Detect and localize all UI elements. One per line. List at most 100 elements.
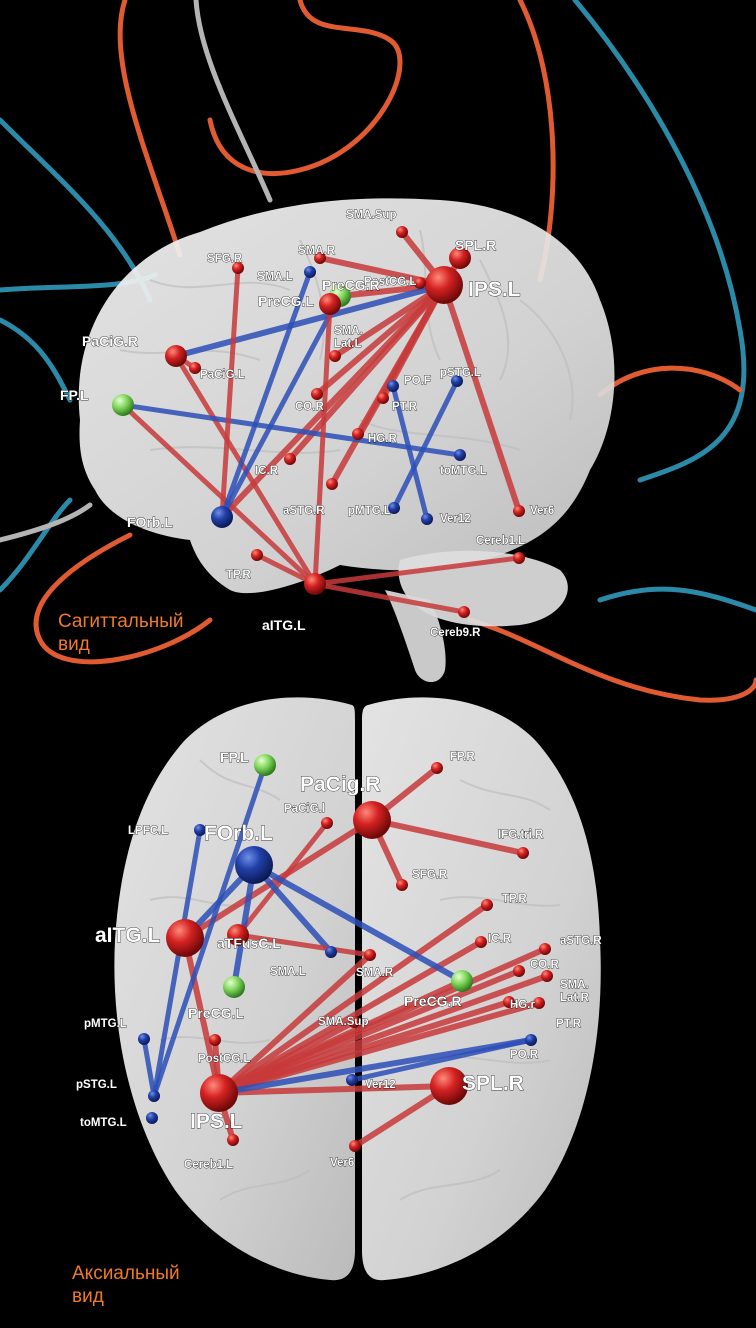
sagittal-label-sma-l: SMA.L <box>257 271 293 283</box>
axial-label-ver12: Ver12 <box>365 1079 396 1091</box>
axial-label-ips-l: IPS.L <box>190 1110 243 1133</box>
teal-tube-4 <box>0 317 73 403</box>
sagittal-node-cereb9-r <box>458 606 470 618</box>
axial-label-sma-l: SMA.L <box>270 966 306 978</box>
axial-node-atfusc-l <box>227 924 249 946</box>
sagittal-node-hg-r <box>352 428 364 440</box>
axial-node-fp-r <box>431 762 443 774</box>
sagittal-label-cereb1-l: Cereb1.L <box>476 535 525 547</box>
axial-caption-line-2: вид <box>72 1286 104 1307</box>
axial-label-aitg-l: aITG.L <box>95 924 161 947</box>
sagittal-label-precg-r: PreCG.R <box>322 277 380 293</box>
teal-tube-2 <box>0 117 153 303</box>
axial-label-tomtg-l: toMTG.L <box>80 1117 127 1129</box>
axial-edge-forb.l-precg.r <box>251 862 465 984</box>
orange-tube-5 <box>597 365 743 398</box>
teal-tube-6 <box>597 586 756 613</box>
axial-label-pacig-l: PaCiG.l <box>284 803 325 815</box>
orange-tube-1 <box>117 0 183 258</box>
orange-tube-4 <box>33 532 213 665</box>
sagittal-node-pt-r <box>377 392 389 404</box>
axial-label-pmtg-l: pMTG.L <box>84 1018 127 1030</box>
sagittal-label-pt-r: PT.R <box>392 401 418 413</box>
axial-label-pt-r: PT.R <box>556 1018 582 1030</box>
sagittal-label-ver12: Ver12 <box>440 513 471 525</box>
axial-node-sma-sup <box>348 1016 360 1028</box>
sagittal-edge-fp.l-aitg.l <box>120 402 318 587</box>
sagittal-label-co-r: CO.R <box>295 401 324 413</box>
sagittal-label-pacig-r: PaCiG.R <box>82 333 138 349</box>
teal-tube-1 <box>572 0 747 483</box>
sagittal-node-sma-sup <box>396 226 408 238</box>
sagittal-label-tomtg-l: toMTG.L <box>440 465 487 477</box>
sagittal-node-cereb1-l <box>513 552 525 564</box>
sagittal-label-aitg-l: aITG.L <box>262 617 306 633</box>
sagittal-label-forb-l: FOrb.L <box>127 514 173 530</box>
sagittal-caption-line-1: Сагиттальный <box>58 611 184 632</box>
axial-node-ifg-tri-r <box>517 847 529 859</box>
sagittal-node-precg-l <box>319 293 341 315</box>
axial-node-forb-l <box>235 846 273 884</box>
sagittal-node-spl-r <box>449 247 471 269</box>
sagittal-label-po-r: PO.F <box>404 375 431 387</box>
sagittal-edge-po.r-ver12 <box>390 383 430 522</box>
sagittal-node-sfg-r <box>232 262 244 274</box>
sagittal-node-sma-lat-l <box>329 350 341 362</box>
sagittal-label-postcg-l: PostCG.L <box>364 276 416 288</box>
orange-tube-2 <box>207 0 403 176</box>
axial-node-tp-r <box>481 899 493 911</box>
gray-tube-2 <box>0 502 93 543</box>
axial-edges <box>141 762 550 1149</box>
axial-label-precg-l: PreCG.L <box>188 1005 244 1021</box>
sagittal-label-precg-l: PreCG.L <box>258 293 314 309</box>
axial-label-po-r: PO.R <box>510 1049 539 1061</box>
sagittal-label-fp-l: FP.L <box>60 387 89 403</box>
axial-edge-ips.l-po.r <box>216 1037 534 1096</box>
sagittal-node-ic-r <box>284 453 296 465</box>
sagittal-node-postcg-l <box>414 277 426 289</box>
axial-edge-ips.l-sma.r <box>216 952 373 1096</box>
axial-label-spl-r: SPL.R <box>462 1072 524 1095</box>
sagittal-node-ver6 <box>513 505 525 517</box>
axial-edge-pmtg.l-pstg.l <box>141 1036 157 1099</box>
sagittal-edge-sfg.r-forb.l <box>219 265 241 520</box>
axial-label-ifg-tri-r: IFG.tri.R <box>498 829 544 841</box>
sagittal-brainstem <box>385 590 446 683</box>
sagittal-node-forb-l <box>211 506 233 528</box>
axial-node-pt-r <box>533 997 545 1009</box>
axial-node-astg-r <box>539 943 551 955</box>
axial-view-caption: Аксиальный вид <box>72 1262 180 1308</box>
sagittal-edge-ips.l-forb.l <box>219 282 447 520</box>
axial-label-postcg-l: PostCG.L <box>198 1053 250 1065</box>
sagittal-view-caption: Сагиттальный вид <box>58 610 184 656</box>
axial-node-ver6 <box>349 1140 361 1152</box>
axial-label-forb-l: FOrb.L <box>204 822 273 845</box>
axial-label-lpfc-l: LPFC.L <box>128 825 168 837</box>
axial-node-fp-l <box>254 754 276 776</box>
sagittal-edge-sma.l-forb.l <box>219 269 313 520</box>
sagittal-label-ips-l: IPS.L <box>468 278 521 301</box>
axial-node-hg-r <box>503 996 515 1008</box>
axial-node-ic-r <box>475 936 487 948</box>
sagittal-node-co-r <box>311 388 323 400</box>
axial-edge-pacig.r-ifg.tri.r <box>369 817 526 856</box>
sagittal-node-sma-l <box>304 266 316 278</box>
axial-node-ver12 <box>346 1074 358 1086</box>
sagittal-label-spl-r: SPL.R <box>455 237 496 253</box>
sagittal-label-tp-r: TP.R <box>226 569 251 581</box>
axial-label-precg-r: PreCG.R <box>404 993 462 1009</box>
axial-edge-ips.l-tp.r <box>216 902 490 1096</box>
axial-label-ver6: Ver6 <box>330 1157 354 1169</box>
axial-label-ic-r: IC.R <box>488 933 512 945</box>
sagittal-node-pmtg-l <box>388 502 400 514</box>
sagittal-node-ips-l <box>425 266 463 304</box>
axial-edge-fp.l-pstg.l <box>151 762 268 1099</box>
axial-edge-ips.l-pt.r <box>216 1000 542 1096</box>
sagittal-node-aitg-l <box>304 573 326 595</box>
sagittal-edge-ips.l-pacig.r <box>173 282 447 359</box>
axial-edge-lpfc.l-pstg.l <box>151 827 203 1099</box>
sagittal-edge-precg.r-forb.l <box>219 293 343 520</box>
